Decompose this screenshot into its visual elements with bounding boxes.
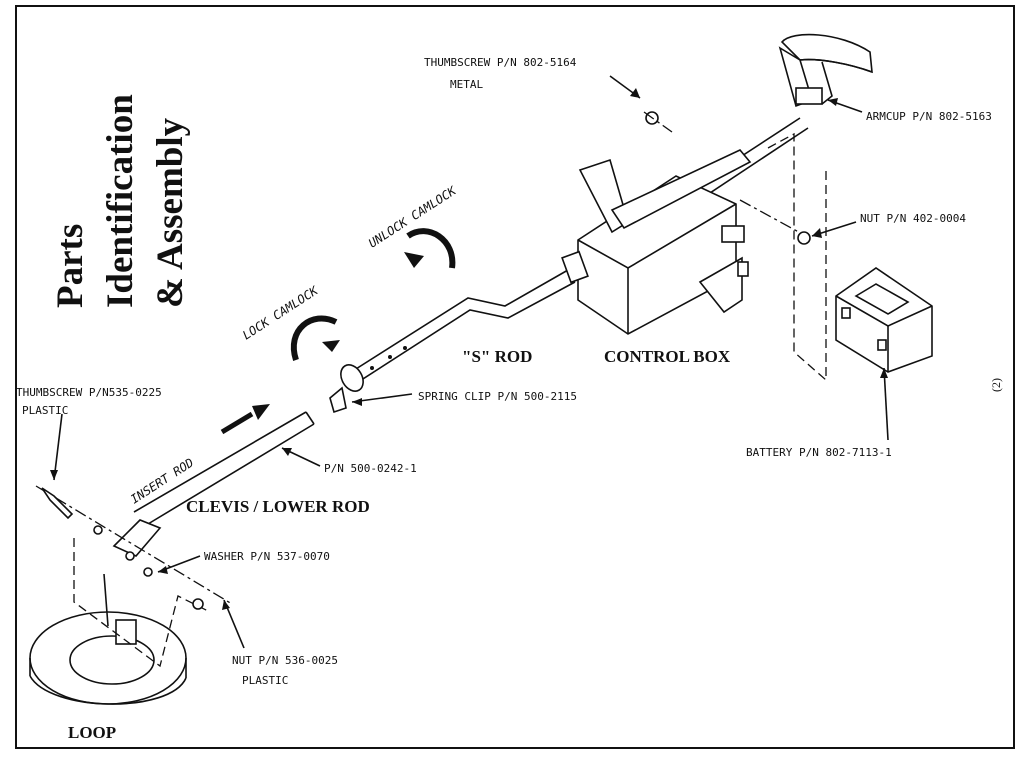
control-box-drawing [561,149,752,335]
label-nut-536-sub: PLASTIC [242,674,288,687]
label-nut-402: NUT P/N 402-0004 [860,212,966,225]
lock-camlock-arrow [291,315,340,361]
page-number: (2) [989,378,1003,392]
battery-drawing [835,267,933,373]
instruction-lock-camlock: LOCK CAMLOCK [240,283,321,342]
label-thumbscrew-plastic: THUMBSCREW P/N535-0225 [16,386,162,399]
page-title: Parts Identification & Assembly [50,94,191,308]
camlock-drawing [329,364,364,414]
title-line-3: & Assembly [150,117,191,308]
label-thumbscrew-metal-sub: METAL [450,78,483,91]
unlock-camlock-arrow [404,228,456,269]
thumbscrew-metal-drawing [643,111,673,133]
label-spring-clip: SPRING CLIP P/N 500-2115 [418,390,577,403]
label-washer: WASHER P/N 537-0070 [204,550,330,563]
label-thumbscrew-metal: THUMBSCREW P/N 802-5164 [424,56,577,69]
title-line-1: Parts [50,224,91,308]
label-battery: BATTERY P/N 802-7113-1 [746,446,892,459]
label-thumbscrew-plastic-sub: PLASTIC [22,404,68,417]
diagram-frame [15,5,1015,749]
callout-loop: LOOP [68,723,116,742]
insert-rod-arrow [220,404,270,435]
label-nut-536: NUT P/N 536-0025 [232,654,338,667]
loop-drawing [29,573,187,705]
label-lower-rod-pn: P/N 500-0242-1 [324,462,417,475]
armcup-drawing [778,33,873,108]
callout-s-rod: "S" ROD [462,347,532,366]
title-line-2: Identification [100,94,141,308]
label-armcup: ARMCUP P/N 802-5163 [866,110,992,123]
callout-clevis-lower-rod: CLEVIS / LOWER ROD [186,497,370,516]
callout-control-box: CONTROL BOX [604,347,731,366]
nut-402-drawing [797,231,811,245]
